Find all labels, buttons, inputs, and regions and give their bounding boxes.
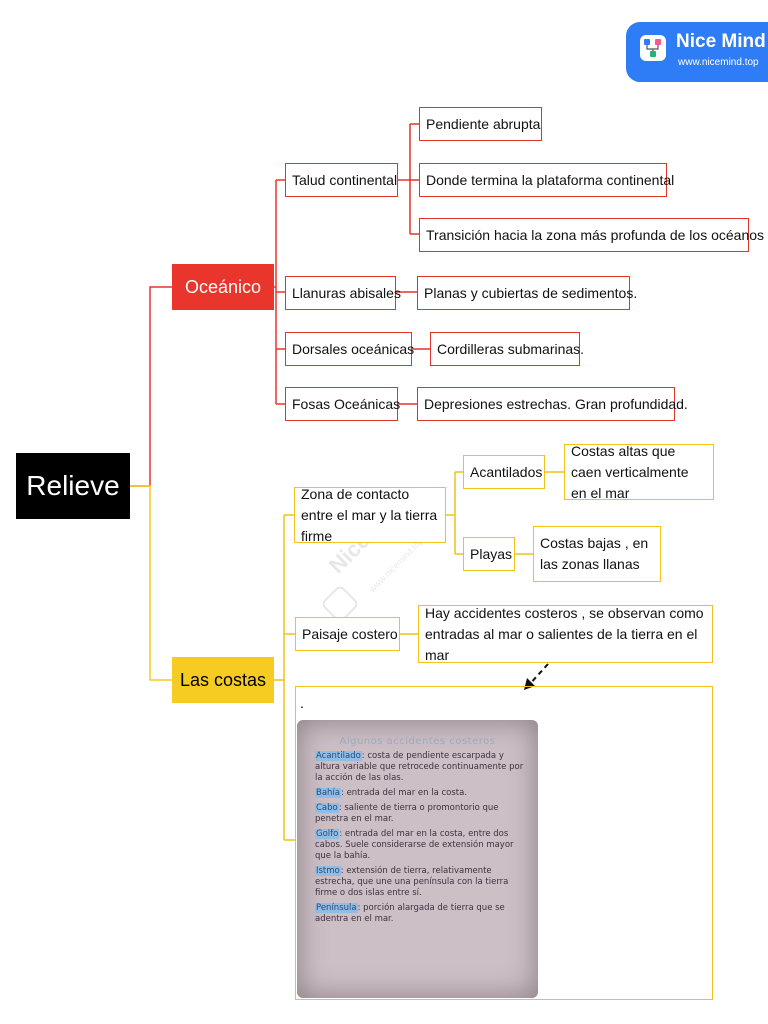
photo-definition: : entrada del mar en la costa, entre dos… <box>315 829 514 861</box>
photo-item: Cabo: saliente de tierra o promontorio q… <box>315 803 526 825</box>
mindmap-icon <box>640 35 666 61</box>
node-cordilleras: Cordilleras submarinas. <box>430 332 584 366</box>
node-llanuras-abisales: Llanuras abisales <box>285 276 401 310</box>
node-depresiones: Depresiones estrechas. Gran profundidad. <box>417 387 688 421</box>
node-paisaje-costero: Paisaje costero <box>295 617 400 651</box>
root-node: Relieve <box>16 453 130 519</box>
photo-term: Península <box>315 903 358 913</box>
node-costas-altas: Costas altas que caen verticalmente en e… <box>564 443 714 501</box>
photo-term: Bahía <box>315 788 341 798</box>
node-transicion: Transición hacia la zona más profunda de… <box>419 218 764 252</box>
category-costas: Las costas <box>172 657 274 703</box>
node-dorsales-oceanicas: Dorsales oceánicas <box>285 332 414 366</box>
node-talud-continental: Talud continental <box>285 163 398 197</box>
node-fosas-oceanicas: Fosas Oceánicas <box>285 387 400 421</box>
node-zona-contacto: Zona de contacto entre el mar y la tierr… <box>294 486 446 544</box>
category-oceanico: Oceánico <box>172 264 274 310</box>
node-planas-sedimentos: Planas y cubiertas de sedimentos. <box>417 276 637 310</box>
photo-term: Acantilado <box>315 751 362 761</box>
brand-logo[interactable]: Nice Mind www.nicemind.top <box>626 22 768 82</box>
photo-definition: : porción alargada de tierra que se aden… <box>315 903 505 924</box>
photo-item: Acantilado: costa de pendiente escarpada… <box>315 751 526 784</box>
photo-node-frame <box>295 686 713 1000</box>
photo-node-dot: . <box>300 695 304 711</box>
photo-definition: : extensión de tierra, relativamente est… <box>315 866 509 898</box>
node-plataforma-continental: Donde termina la plataforma continental <box>419 163 674 197</box>
brand-url: www.nicemind.top <box>678 57 759 68</box>
node-costas-bajas: Costas bajas , en las zonas llanas <box>533 526 661 582</box>
node-playas: Playas <box>463 537 515 571</box>
photo-term: Golfo <box>315 829 340 839</box>
textbook-photo: Algunos accidentes costeros Acantilado: … <box>297 720 538 998</box>
photo-definition: : saliente de tierra o promontorio que p… <box>315 803 499 824</box>
photo-item: Istmo: extensión de tierra, relativament… <box>315 866 526 899</box>
photo-term: Istmo <box>315 866 341 876</box>
photo-definition: : entrada del mar en la costa. <box>341 788 468 798</box>
photo-definition: : costa de pendiente escarpada y altura … <box>315 751 524 783</box>
node-pendiente-abrupta: Pendiente abrupta <box>419 107 542 141</box>
photo-item: Bahía: entrada del mar en la costa. <box>315 788 526 799</box>
node-accidentes-costeros: Hay accidentes costeros , se observan co… <box>418 605 713 663</box>
node-acantilados: Acantilados <box>463 455 545 489</box>
photo-item: Golfo: entrada del mar en la costa, entr… <box>315 829 526 862</box>
brand-name: Nice Mind <box>676 31 766 52</box>
photo-title: Algunos accidentes costeros <box>339 736 496 747</box>
photo-term: Cabo <box>315 803 339 813</box>
photo-item: Península: porción alargada de tierra qu… <box>315 903 526 925</box>
